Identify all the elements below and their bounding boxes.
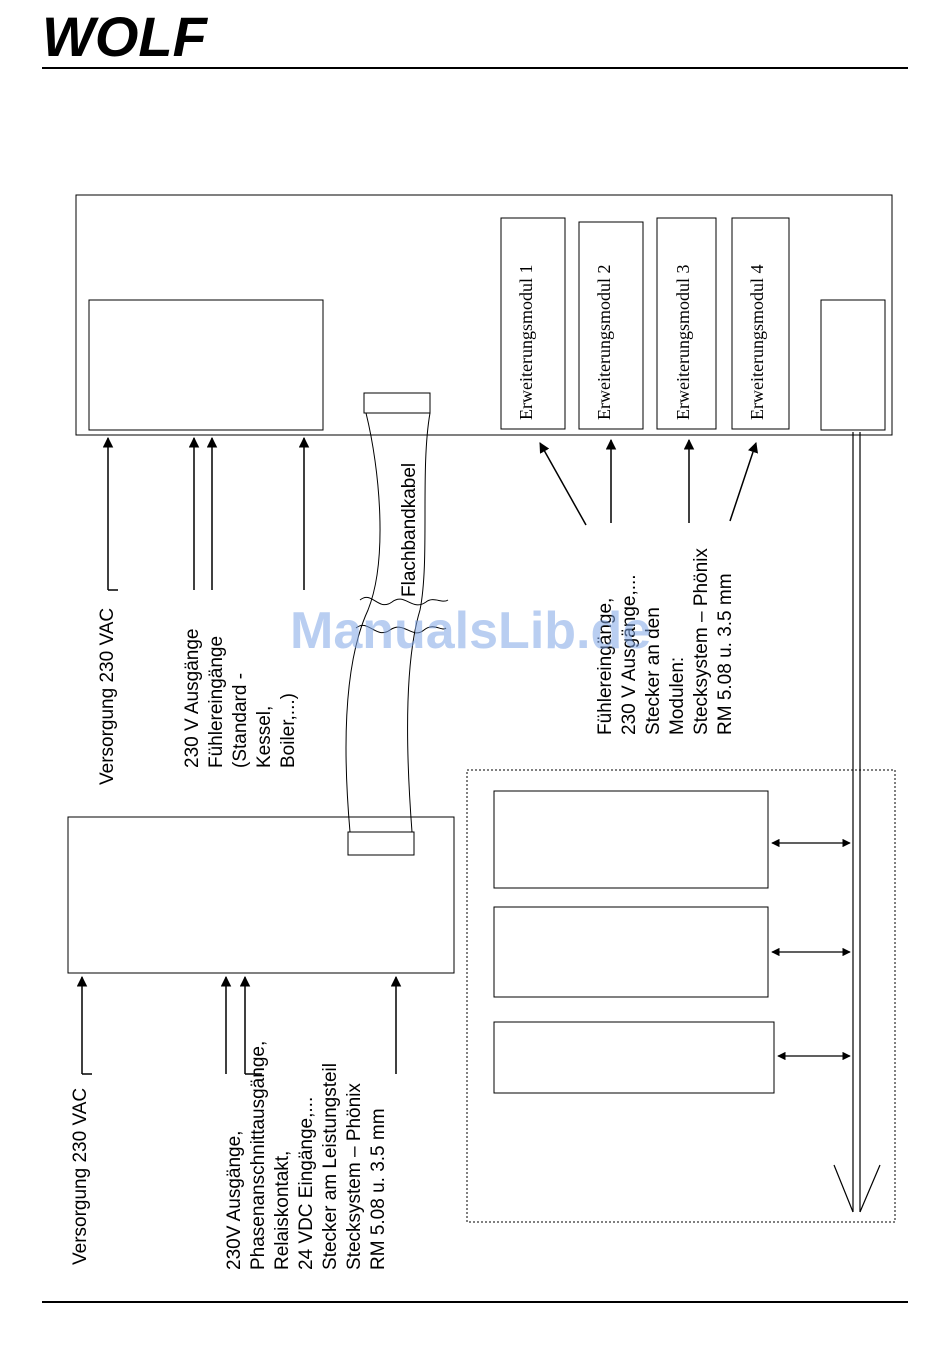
- svg-text:Boiler,...): Boiler,...): [278, 693, 299, 768]
- svg-text:Relaiskontakt,: Relaiskontakt,: [272, 1151, 293, 1270]
- power-unit-box: [67, 816, 455, 974]
- svg-text:Modulen:: Modulen:: [667, 657, 688, 735]
- svg-text:Fühlereingänge,: Fühlereingänge,: [595, 598, 616, 735]
- wolf-logo: WOLF: [42, 5, 209, 68]
- main-unit-box: [75, 194, 893, 436]
- svg-text:24 VDC Eingänge,...: 24 VDC Eingänge,...: [296, 1097, 317, 1270]
- bus-lines: [771, 432, 881, 1213]
- svg-text:Stecker am Leistungsteil: Stecker am Leistungsteil: [320, 1063, 341, 1270]
- main-unit-inner-box: [88, 299, 324, 431]
- supply-label-bottom: Versorgung 230 VAC: [70, 1088, 91, 1265]
- expansion-module-1-box: [500, 217, 566, 430]
- svg-text:230 V Ausgänge,...: 230 V Ausgänge,...: [619, 574, 640, 735]
- expansion-module-3-label: Erweiterungsmodul 3: [673, 265, 693, 420]
- cable-label: Flachbandkabel: [399, 463, 420, 597]
- expansion-module-4-box: [731, 217, 790, 430]
- cable-connector-top: [363, 392, 431, 414]
- expansion-modules: Erweiterungsmodul 1 Erweiterungsmodul 2 …: [500, 217, 790, 430]
- svg-text:RM 5.08 u. 3.5 mm: RM 5.08 u. 3.5 mm: [715, 573, 736, 735]
- svg-text:Stecksystem – Phönix: Stecksystem – Phönix: [344, 1083, 365, 1270]
- cable-connector-bottom: [347, 831, 415, 856]
- ribbon-cable: [345, 412, 449, 833]
- svg-text:Fühlereingänge: Fühlereingänge: [206, 636, 227, 768]
- bus-terminal-box: [820, 299, 886, 431]
- expansion-module-4-label: Erweiterungsmodul 4: [747, 265, 767, 420]
- svg-text:Kessel,: Kessel,: [254, 706, 275, 768]
- bus-device-1: [493, 790, 769, 889]
- outputs-bottom-label: 230V Ausgänge, Phasenanschnittausgänge, …: [224, 1041, 389, 1270]
- svg-text:Phasenanschnittausgänge,: Phasenanschnittausgänge,: [248, 1041, 269, 1270]
- svg-text:230V Ausgänge,: 230V Ausgänge,: [224, 1131, 245, 1270]
- bottom-arrows: [76, 975, 402, 1075]
- bus-device-2: [493, 906, 769, 998]
- svg-text:Stecker an den: Stecker an den: [643, 607, 664, 735]
- outputs-top-label: 230 V Ausgänge Fühlereingänge (Standard …: [182, 629, 299, 768]
- expansion-module-1-label: Erweiterungsmodul 1: [516, 265, 536, 420]
- svg-text:Stecksystem – Phönix: Stecksystem – Phönix: [691, 548, 712, 735]
- modules-note-label: Fühlereingänge, 230 V Ausgänge,... Steck…: [595, 548, 736, 735]
- watermark: ManualsLib.de: [290, 602, 651, 660]
- bus-device-3: [493, 1021, 775, 1094]
- bus-enclosure: [466, 769, 896, 1223]
- svg-text:(Standard -: (Standard -: [230, 673, 251, 768]
- expansion-module-2-box: [578, 221, 644, 430]
- svg-text:230 V Ausgänge: 230 V Ausgänge: [182, 629, 203, 768]
- svg-text:RM 5.08 u. 3.5 mm: RM 5.08 u. 3.5 mm: [368, 1108, 389, 1270]
- expansion-module-2-label: Erweiterungsmodul 2: [594, 265, 614, 420]
- supply-label-top: Versorgung 230 VAC: [97, 608, 118, 785]
- top-arrows: [102, 436, 758, 591]
- expansion-module-3-box: [656, 217, 717, 430]
